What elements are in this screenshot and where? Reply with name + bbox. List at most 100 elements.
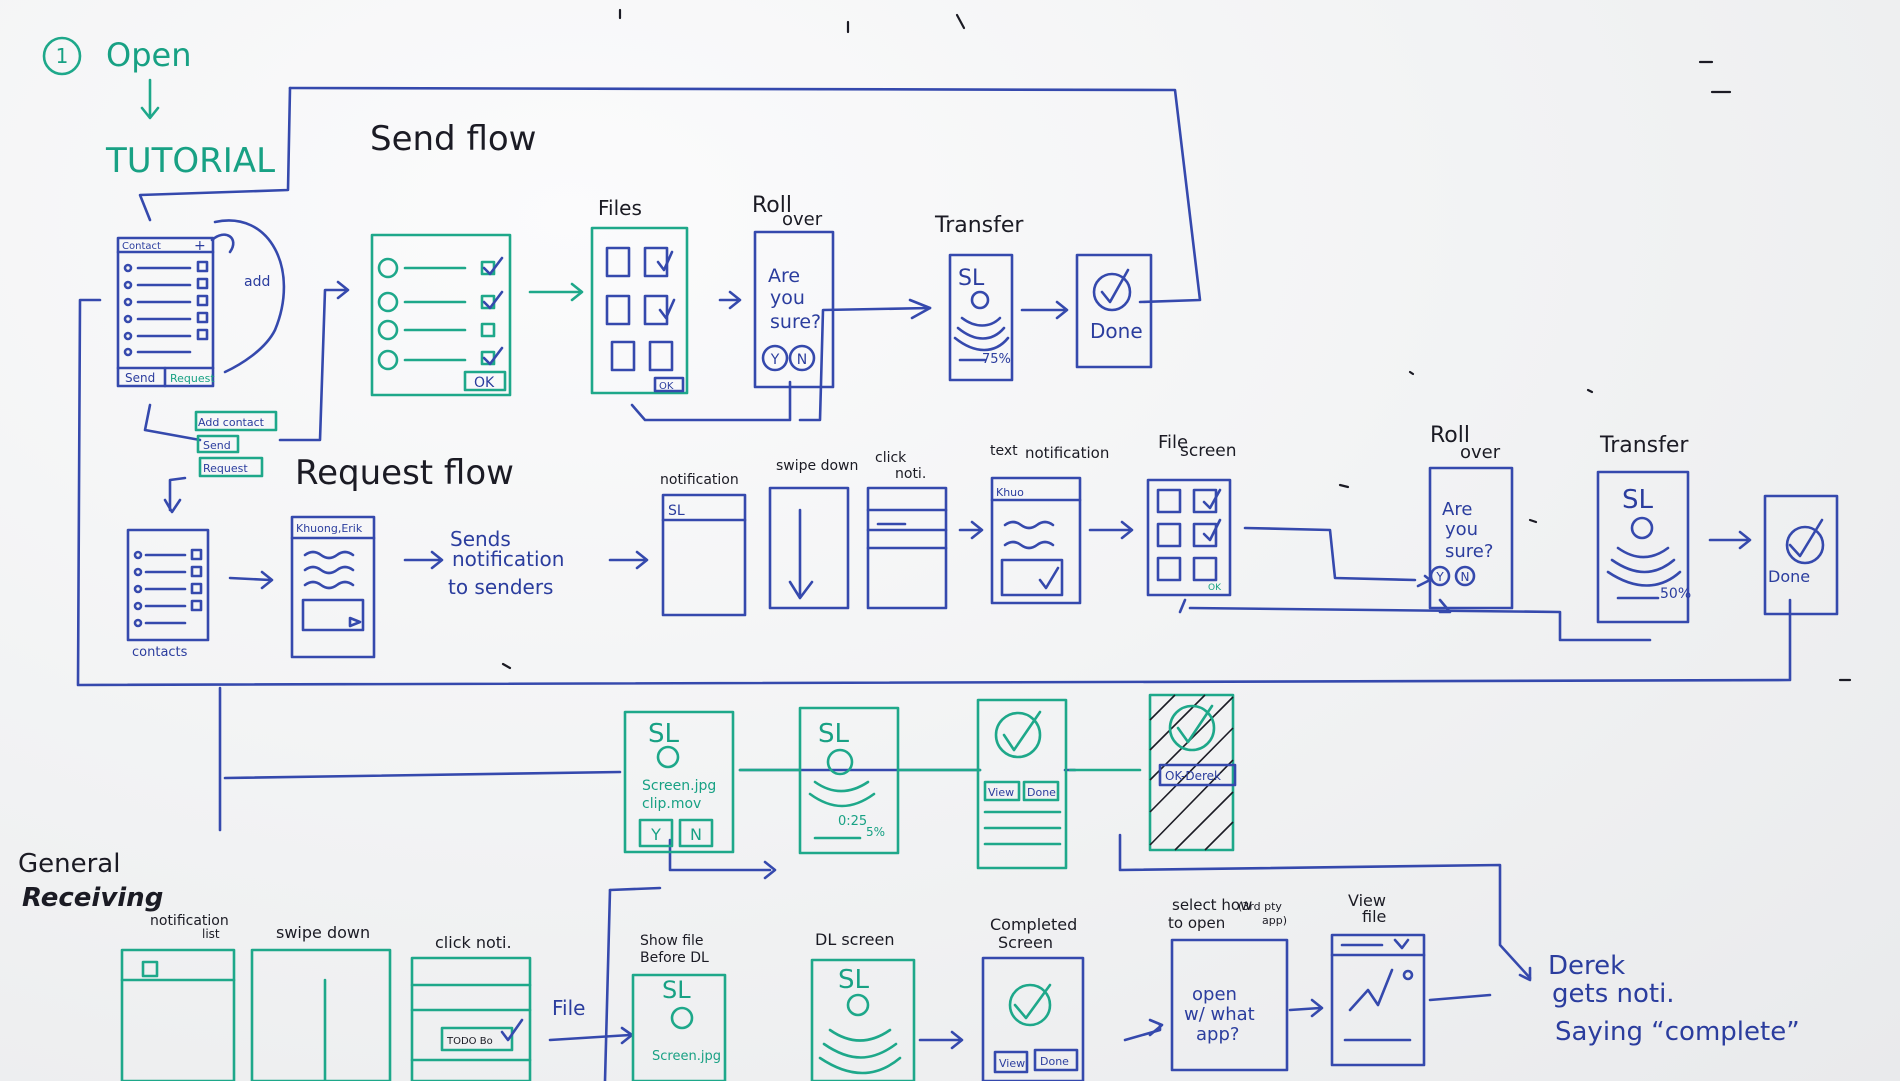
receive-done: Done [1027, 786, 1056, 799]
swipe-down-screen-2 [250, 948, 392, 1081]
transfer-label: Transfer [934, 213, 1024, 238]
dl-screen-label: DL screen [815, 930, 895, 949]
select-how-label-4: app) [1262, 914, 1287, 927]
contact-plus: + [194, 238, 206, 254]
rollover2-no: N [1461, 570, 1470, 584]
click-noti-screen-2 [410, 956, 532, 1081]
menu-add-contact: Add contact [198, 416, 265, 429]
rollover2-yes: Y [1435, 570, 1444, 584]
receive-progress-time: 0:25 [838, 814, 867, 829]
click-noti-box-text: TODO Bo [446, 1036, 493, 1047]
show-file-label-1: Show file [640, 933, 704, 949]
receive-progress-screen [798, 706, 900, 855]
open-with-2: w/ what [1184, 1004, 1255, 1025]
select-how-label-3: (3rd pty [1238, 900, 1282, 913]
transfer2-percent: 50% [1660, 586, 1691, 602]
select-how-label-2: to open [1168, 914, 1225, 932]
notification-label: notification [660, 472, 739, 488]
open-with-3: app? [1196, 1024, 1239, 1045]
rollover2-label-2: over [1460, 442, 1501, 463]
file-screen-label-2: screen [1180, 441, 1237, 461]
done-label: Done [1090, 319, 1143, 343]
click-noti-label-1: click [875, 450, 907, 466]
files-label: Files [598, 196, 642, 220]
contacts-screen [126, 528, 210, 642]
receive-file-1: Screen.jpg [642, 778, 716, 794]
menu-send: Send [203, 439, 231, 452]
notification-list-screen [120, 948, 236, 1081]
open-with-1: open [1192, 984, 1237, 1005]
tutorial-label: TUTORIAL [105, 141, 275, 181]
select-contacts-screen [370, 233, 512, 397]
receive-no: N [690, 825, 702, 844]
rollover-question-1: Are [768, 265, 800, 287]
message-header: Khuong,Erik [296, 522, 363, 535]
rollover-label-1: Roll [752, 193, 792, 218]
header-section: 1 Open TUTORIAL [42, 36, 275, 181]
rollover2-label-1: Roll [1430, 423, 1470, 448]
select-how-label-1: select how [1172, 896, 1252, 914]
click-noti-screen [866, 486, 948, 610]
completed-done: Done [1040, 1055, 1069, 1068]
file-screen-label-1: File [1158, 432, 1188, 453]
files-ok: OK [659, 381, 674, 392]
receive-logo: SL [648, 719, 680, 749]
swipe-down-label-2: swipe down [276, 923, 370, 942]
transfer-percent: 75% [982, 352, 1011, 367]
swipe-down-screen [768, 486, 850, 610]
add-label: add [244, 274, 270, 290]
rollover-screen [753, 230, 835, 389]
view-file-label-2: file [1362, 907, 1386, 926]
sends-note-1: Sends [450, 527, 511, 551]
dl-screen-logo: SL [838, 965, 870, 995]
ok-derek-label: OK-Derek [1165, 769, 1221, 783]
completed-label-1: Completed [990, 915, 1077, 934]
transfer2-logo: SL [1622, 485, 1654, 515]
notification-list-label-1: notification [150, 913, 229, 929]
contact-header: Contact [122, 241, 161, 252]
view-file-label-1: View [1348, 891, 1386, 910]
done-screen-2 [1763, 494, 1839, 616]
send-tab: Send [125, 371, 155, 385]
text-notification-header: Khuo [996, 486, 1024, 499]
show-file-logo: SL [662, 976, 691, 1004]
files-screen [590, 226, 689, 395]
flow-connectors [76, 86, 1792, 1081]
file-connector-label: File [552, 996, 585, 1020]
dl-screen [810, 958, 916, 1081]
receive-view: View [988, 786, 1014, 799]
rollover2-question-1: Are [1442, 499, 1472, 520]
contact-list-screen [116, 236, 215, 388]
rollover-yes: Y [770, 352, 780, 368]
receive-progress-logo: SL [818, 719, 850, 749]
transfer2-label: Transfer [1599, 433, 1689, 458]
step-number: 1 [56, 44, 69, 68]
select-how-screen [1170, 938, 1289, 1072]
green-connectors [140, 78, 1142, 772]
rollover2-question-2: you [1445, 519, 1478, 540]
show-file-name: Screen.jpg [652, 1049, 721, 1064]
general-title: General [18, 849, 120, 879]
completed-screen [981, 956, 1085, 1081]
receive-files-screen [623, 710, 735, 854]
sends-note-3: to senders [448, 575, 553, 599]
rollover2-question-3: sure? [1445, 541, 1493, 562]
open-label: Open [106, 36, 191, 74]
send-flow-title: Send flow [370, 119, 536, 159]
click-noti-label-2: noti. [895, 466, 926, 482]
receive-progress-percent: 5% [866, 825, 885, 839]
receive-yes: Y [650, 825, 661, 844]
notification-list-label-2: list [202, 927, 220, 941]
receive-ok-derek-screen [1148, 693, 1237, 852]
transfer-screen-2 [1596, 470, 1690, 624]
contact-action-menu [194, 410, 278, 478]
rollover-no: N [797, 352, 807, 368]
text-notification-label-2: notification [1025, 444, 1109, 462]
rollover-question-2: you [770, 287, 805, 309]
file-screen [1146, 478, 1232, 597]
board-marks [501, 8, 1852, 682]
request-flow-title: Request flow [295, 453, 514, 493]
derek-note-1: Derek [1548, 951, 1625, 981]
